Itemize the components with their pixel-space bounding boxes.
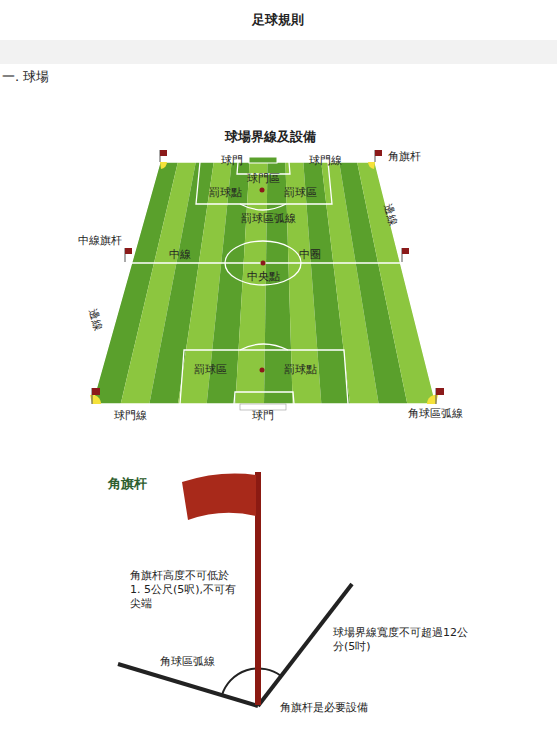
field-lines xyxy=(92,162,436,404)
corner-arcs xyxy=(90,162,438,404)
field-label: 中圈 xyxy=(299,248,321,262)
grey-band xyxy=(0,40,557,64)
field-label: 球門 xyxy=(221,154,243,168)
field-label: 中線旗杆 xyxy=(78,234,122,248)
field-label: 罰球點 xyxy=(209,186,242,200)
field-label: 中央點 xyxy=(247,270,280,284)
note: 球場界線寬度不可超過12公分(5吋) xyxy=(333,626,473,654)
flags xyxy=(92,150,444,395)
field-label: 罰球點 xyxy=(284,363,317,377)
section-heading: 一. 球場 xyxy=(2,69,49,85)
note: 角球區弧線 xyxy=(160,655,215,669)
field-label: 角旗杆 xyxy=(388,150,421,164)
corner-flag-detail xyxy=(118,472,352,706)
field-label: 罰球區 xyxy=(194,363,227,377)
note: 角旗杆是必要設備 xyxy=(280,701,368,715)
field-label: 罰球區 xyxy=(284,186,317,200)
field-label: 中線 xyxy=(169,248,191,262)
field-label: 球門線 xyxy=(114,409,147,423)
page-title: 足球規則 xyxy=(252,12,304,28)
flag-poles xyxy=(92,150,436,404)
field-label: 球門線 xyxy=(309,154,342,168)
field-label: 球門區 xyxy=(247,172,280,186)
grass-stripe xyxy=(357,162,436,404)
grass-stripes xyxy=(92,162,436,404)
field-label: 角球區弧線 xyxy=(408,407,463,421)
field-label: 球門 xyxy=(252,409,274,423)
field-label: 罰球區弧線 xyxy=(241,212,296,226)
goal xyxy=(249,157,277,163)
detail-heading: 角旗杆 xyxy=(108,476,147,492)
figure-heading: 球場界線及設備 xyxy=(225,129,316,145)
note: 角旗杆高度不可低於1. 5公尺(5呎),不可有尖端 xyxy=(130,569,238,610)
field-label: 邊線 xyxy=(85,307,105,332)
